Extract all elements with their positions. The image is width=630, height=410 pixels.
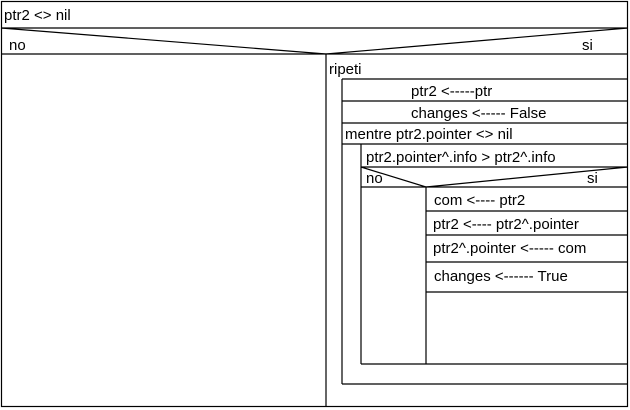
inner-yes-label: si	[587, 170, 598, 187]
inner-statement-2: ptr2 <---- ptr2^.pointer	[433, 216, 579, 233]
outer-yes-label: si	[582, 37, 593, 54]
inner-statement-3: ptr2^.pointer <----- com	[433, 240, 586, 257]
outer-condition-text: ptr2 <> nil	[4, 7, 71, 24]
while-header: mentre ptr2.pointer <> nil	[345, 126, 513, 143]
repeat-keyword: ripeti	[329, 61, 362, 78]
inner-no-label: no	[366, 170, 383, 187]
inner-statement-1: com <---- ptr2	[434, 192, 525, 209]
outer-no-label: no	[9, 37, 26, 54]
inner-condition-text: ptr2.pointer^.info > ptr2^.info	[366, 149, 556, 166]
repeat-statement-2: changes <----- False	[411, 105, 546, 122]
repeat-statement-1: ptr2 <-----ptr	[411, 83, 492, 100]
outer-condition-triangle	[0, 27, 629, 55]
inner-statement-4: changes <------ True	[434, 268, 568, 285]
